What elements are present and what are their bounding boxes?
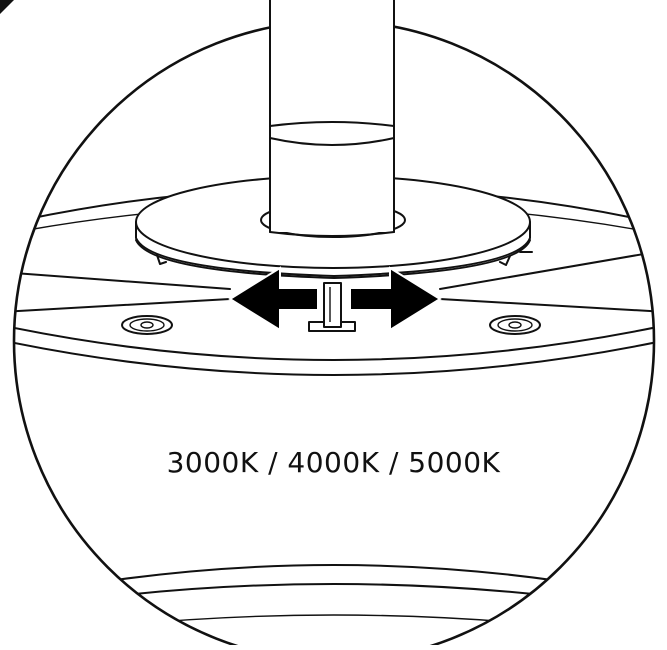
housing-front-edge (14, 298, 231, 313)
arrow-left-icon (228, 266, 319, 332)
housing-bottom-rim-3 (14, 614, 654, 641)
lamp-stem (269, 0, 395, 237)
right-screw (489, 315, 541, 335)
housing-bottom-rim (14, 564, 654, 601)
housing-band-line-right (439, 249, 654, 290)
housing-bottom-rim-2 (14, 583, 654, 613)
housing-face-edge-2 (14, 339, 654, 376)
corner-fragment (0, 0, 14, 14)
left-screw (121, 315, 173, 335)
arrow-right-icon (349, 266, 442, 332)
housing-front-edge-right (439, 298, 654, 313)
cct-selector-switch (308, 282, 356, 332)
housing-band-line (14, 271, 231, 290)
housing-face-edge (14, 324, 654, 361)
color-temperature-label: 3000K / 4000K / 5000K (166, 446, 501, 479)
